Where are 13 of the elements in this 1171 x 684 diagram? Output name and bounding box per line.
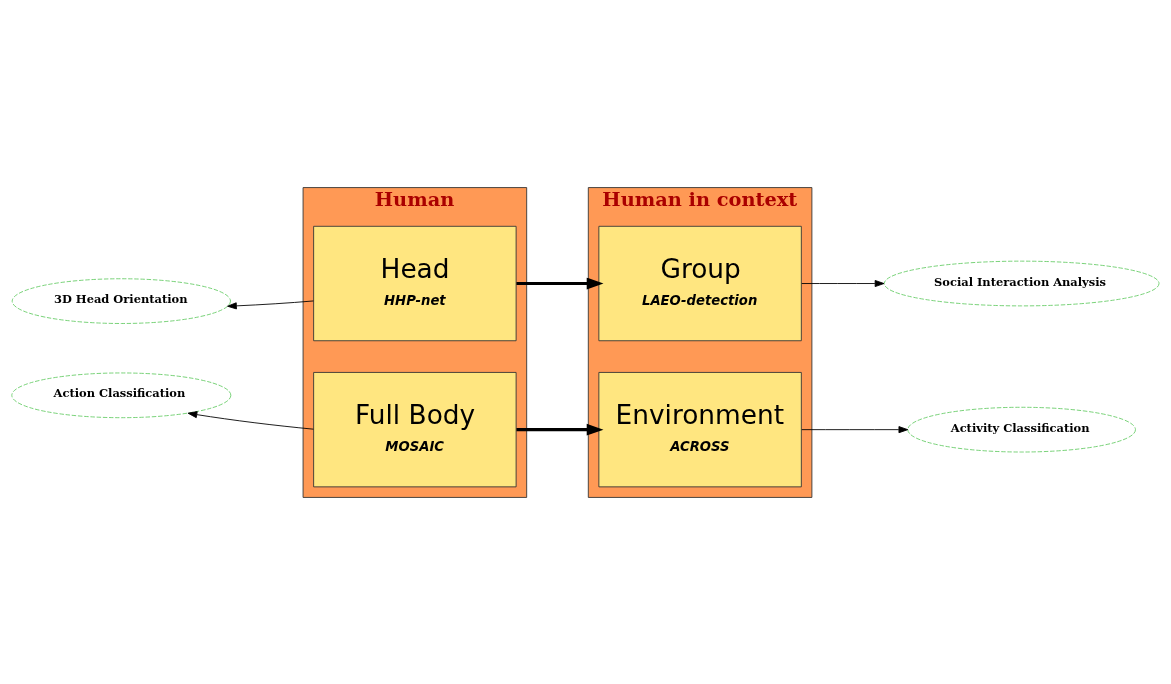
- node-box: Group LAEO-detection: [598, 225, 802, 341]
- node-ellipse: Activity Classification: [907, 406, 1136, 452]
- arrow: [187, 410, 314, 430]
- arrow: [516, 423, 604, 436]
- arrow: [227, 300, 314, 309]
- node-ellipse: 3D Head Orientation: [11, 277, 231, 324]
- node-box: Environment ACROSS: [598, 371, 802, 487]
- node-ellipse: Social Interaction Analysis: [883, 260, 1160, 306]
- arrow: [801, 425, 909, 433]
- arrow: [516, 277, 604, 289]
- node-box: Full Body MOSAIC: [313, 371, 517, 487]
- arrow: [801, 279, 885, 287]
- node-box: Head HHP-net: [313, 225, 517, 341]
